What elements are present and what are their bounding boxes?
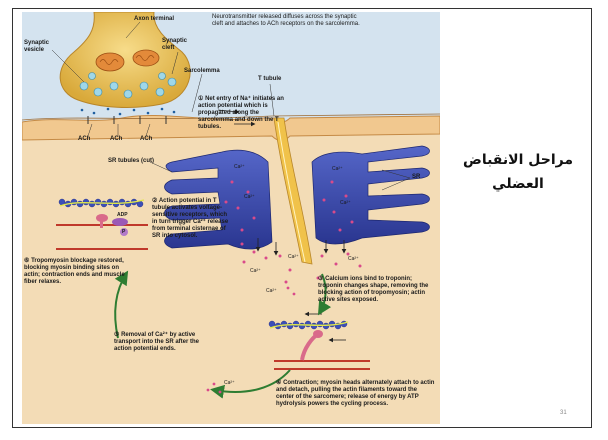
step-6-number: ⑥ xyxy=(24,258,29,264)
label-adp: ADP xyxy=(117,212,128,219)
label-ca: Ca²⁺ xyxy=(340,200,351,207)
label-ach-2: ACh xyxy=(110,136,122,143)
step-6: ⑥ Tropomyosin blockage restored, blockin… xyxy=(24,258,134,286)
label-sarcolemma: Sarcolemma xyxy=(184,68,220,75)
label-axon-terminal: Axon terminal xyxy=(134,16,174,23)
step-4: ④ Contraction; myosin heads alternately … xyxy=(276,380,436,408)
label-ca: Ca²⁺ xyxy=(348,256,359,263)
step-3-text: Calcium ions bind to troponin; troponin … xyxy=(318,276,428,303)
label-ca: Ca²⁺ xyxy=(288,254,299,261)
label-sr: SR xyxy=(412,174,420,181)
step-1-number: ① xyxy=(198,96,203,102)
slide-title: مراحل الانقباض العضلي xyxy=(458,148,578,196)
step-6-text: Tropomyosin blockage restored, blocking … xyxy=(24,258,125,285)
label-ca: Ca²⁺ xyxy=(224,380,235,387)
excitation-contraction-figure: Axon terminal Synaptic vesicle Synaptic … xyxy=(22,12,440,424)
label-ca: Ca²⁺ xyxy=(234,164,245,171)
label-ach-1: ACh xyxy=(78,136,90,143)
step-1: ① Net entry of Na⁺ initiates an action p… xyxy=(198,96,284,131)
step-5-number: ⑤ xyxy=(114,332,119,338)
label-synaptic-cleft: Synaptic cleft xyxy=(162,38,192,52)
page-number: 31 xyxy=(560,410,567,416)
label-nt-note: Neurotransmitter released diffuses acros… xyxy=(212,14,362,28)
step-3-number: ③ xyxy=(318,276,323,282)
step-4-text: Contraction; myosin heads alternately at… xyxy=(276,380,434,407)
step-2-number: ② xyxy=(152,198,157,204)
label-ca: Ca²⁺ xyxy=(332,166,343,173)
label-p: P xyxy=(122,229,125,236)
step-5-text: Removal of Ca²⁺ by active transport into… xyxy=(114,332,199,352)
label-t-tubule: T tubule xyxy=(258,76,281,83)
label-ca: Ca²⁺ xyxy=(244,194,255,201)
label-ca: Ca²⁺ xyxy=(250,268,261,275)
step-3: ③ Calcium ions bind to troponin; troponi… xyxy=(318,276,436,304)
label-ca: Ca²⁺ xyxy=(266,288,277,295)
step-4-number: ④ xyxy=(276,380,281,386)
label-synaptic-vesicle: Synaptic vesicle xyxy=(24,40,56,54)
label-sr-tubules: SR tubules (cut) xyxy=(108,158,154,165)
step-5: ⑤ Removal of Ca²⁺ by active transport in… xyxy=(114,332,208,353)
step-2: ② Action potential in T tubule activates… xyxy=(152,198,232,240)
label-ach-3: ACh xyxy=(140,136,152,143)
step-2-text: Action potential in T tubule activates v… xyxy=(152,198,228,239)
step-1-text: Net entry of Na⁺ initiates an action pot… xyxy=(198,96,284,130)
